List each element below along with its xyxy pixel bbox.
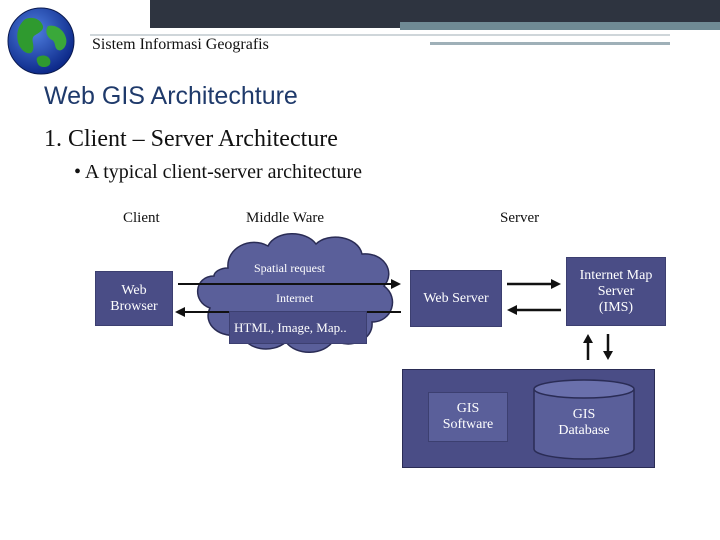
- database-icon: [533, 379, 635, 460]
- client-label: Client: [123, 210, 160, 226]
- cloud-spatial-request: Spatial request: [254, 261, 325, 275]
- globe-icon: [7, 7, 75, 75]
- gis-software-box: GIS Software: [428, 392, 508, 442]
- bullet-point: • A typical client-server architecture: [74, 161, 362, 183]
- internet-map-server-box: Internet Map Server (IMS): [566, 257, 666, 326]
- ims-arrows: [583, 334, 613, 360]
- middleware-label: Middle Ware: [246, 210, 325, 226]
- header-divider-accent: [430, 42, 670, 45]
- header-divider: [90, 34, 670, 36]
- header-accent-bar: [400, 22, 720, 30]
- server-arrows: [507, 279, 561, 315]
- response-label: HTML, Image, Map..: [229, 311, 367, 344]
- header-title: Sistem Informasi Geografis: [92, 36, 269, 53]
- cloud-internet: Internet: [276, 291, 314, 305]
- section-heading: 1. Client – Server Architecture: [44, 126, 338, 152]
- slide-title: Web GIS Architechture: [44, 82, 298, 110]
- web-server-box: Web Server: [410, 270, 502, 327]
- web-browser-box: Web Browser: [95, 271, 173, 326]
- server-label: Server: [500, 210, 540, 226]
- gis-database-label: GIS Database: [558, 407, 610, 438]
